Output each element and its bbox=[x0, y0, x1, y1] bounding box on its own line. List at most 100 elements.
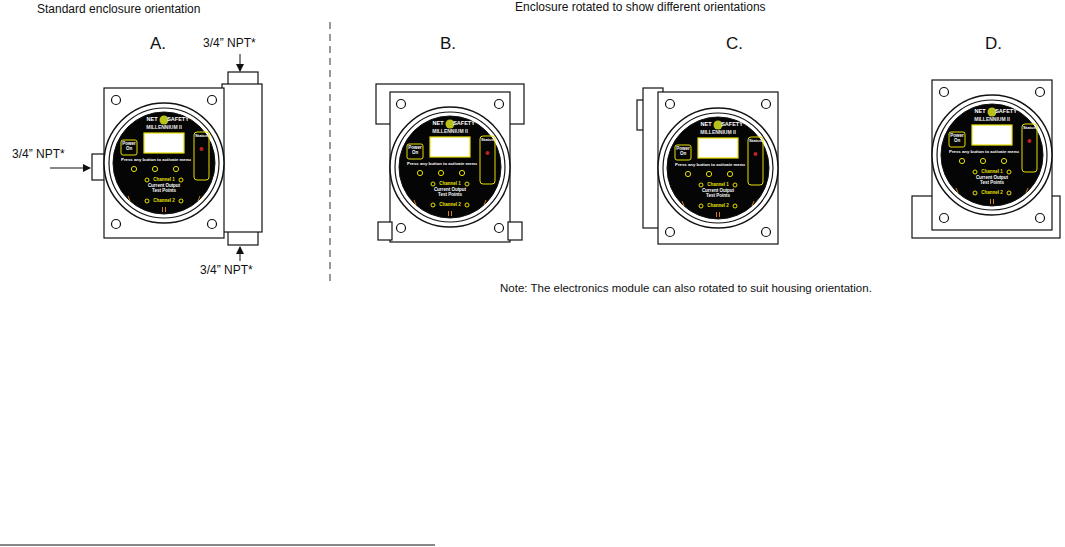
test-point bbox=[145, 178, 149, 182]
model-name: MILLENNIUM II bbox=[146, 125, 182, 130]
menu-button bbox=[959, 158, 964, 163]
leader-arrow bbox=[240, 247, 241, 261]
logo-text: SAFETY bbox=[167, 117, 189, 123]
leader-arrow bbox=[240, 54, 241, 71]
menu-hint: Press any button to activate menu bbox=[121, 158, 191, 163]
status-panel bbox=[480, 136, 495, 184]
test-point bbox=[733, 183, 737, 187]
power-label: Power On bbox=[408, 146, 422, 155]
faceplate-disc bbox=[113, 112, 215, 214]
model-name: MILLENNIUM II bbox=[974, 117, 1010, 122]
cover-ring bbox=[109, 108, 219, 218]
test-point bbox=[973, 191, 977, 195]
power-label: Power On bbox=[122, 142, 136, 151]
display-window bbox=[430, 137, 470, 157]
test-point bbox=[465, 182, 469, 186]
menu-hint: Press any button to activate menu bbox=[407, 162, 477, 167]
cover-ring bbox=[663, 113, 773, 223]
view-letter: D. bbox=[985, 34, 1002, 54]
power-led-frame bbox=[949, 132, 965, 147]
menu-button bbox=[727, 171, 732, 176]
display-window bbox=[972, 125, 1012, 145]
faceplate-disc bbox=[399, 116, 501, 218]
test-point-label: Current Output Test Points bbox=[429, 188, 471, 197]
test-point bbox=[179, 178, 183, 182]
power-led-frame bbox=[675, 145, 691, 160]
channel-label: Channel 1 bbox=[439, 182, 461, 187]
logo-text: SAFETY bbox=[453, 121, 475, 127]
logo-text: NET bbox=[433, 121, 444, 127]
view-letter: A. bbox=[150, 34, 166, 54]
power-label: Power On bbox=[950, 134, 964, 143]
test-point bbox=[699, 183, 703, 187]
housing-body bbox=[932, 80, 1052, 230]
faceplate bbox=[658, 108, 778, 228]
port-label: 3/4” NPT* bbox=[203, 37, 256, 51]
power-led-frame bbox=[407, 144, 423, 159]
test-point bbox=[699, 204, 703, 208]
menu-button bbox=[152, 166, 157, 171]
menu-hint: Press any button to activate menu bbox=[675, 163, 745, 168]
ground-mark bbox=[991, 199, 994, 204]
menu-button bbox=[980, 158, 985, 163]
channel-label: Channel 2 bbox=[707, 204, 729, 209]
test-point bbox=[1007, 191, 1011, 195]
cover-ring bbox=[104, 103, 224, 223]
menu-button bbox=[417, 170, 422, 175]
channel-label: Channel 2 bbox=[153, 199, 175, 204]
status-panel bbox=[748, 137, 763, 185]
status-label: Status bbox=[481, 138, 494, 143]
logo-text: NET bbox=[701, 122, 712, 128]
power-led-frame bbox=[121, 140, 137, 155]
channel-label: Channel 2 bbox=[981, 191, 1003, 196]
status-label: Status bbox=[195, 134, 208, 139]
status-panel bbox=[1022, 124, 1037, 172]
logo-text: NET bbox=[975, 109, 986, 115]
panel-heading: Standard enclosure orientation bbox=[37, 3, 200, 17]
port-label: 3/4” NPT* bbox=[12, 148, 65, 162]
menu-button bbox=[131, 166, 136, 171]
status-panel bbox=[194, 132, 209, 180]
conduit-boss bbox=[92, 154, 105, 180]
menu-button bbox=[173, 166, 178, 171]
logo-text: SAFETY bbox=[995, 109, 1017, 115]
test-point-label: Current Output Test Points bbox=[971, 176, 1013, 185]
ground-mark bbox=[449, 211, 452, 216]
leader-arrow bbox=[50, 168, 90, 169]
cover-ring bbox=[390, 107, 510, 227]
cover-ring bbox=[937, 100, 1047, 210]
conduit-hub bbox=[222, 84, 262, 232]
housing-body bbox=[658, 92, 778, 244]
cover-ring bbox=[395, 112, 505, 222]
divider-line bbox=[330, 22, 331, 286]
test-point bbox=[1007, 170, 1011, 174]
status-led bbox=[486, 151, 490, 155]
power-label: Power On bbox=[676, 147, 690, 156]
model-name: MILLENNIUM II bbox=[432, 129, 468, 134]
menu-hint: Press any button to activate menu bbox=[949, 150, 1019, 155]
ground-mark bbox=[163, 207, 166, 212]
cover-ring bbox=[658, 108, 778, 228]
channel-label: Channel 1 bbox=[707, 183, 729, 188]
logo-text: NET bbox=[147, 117, 158, 123]
display-window bbox=[144, 133, 184, 153]
model-name: MILLENNIUM II bbox=[700, 130, 736, 135]
note-text: Note: The electronics module can also ro… bbox=[500, 282, 872, 295]
status-led bbox=[1028, 139, 1032, 143]
menu-button bbox=[1001, 158, 1006, 163]
faceplate bbox=[932, 95, 1052, 215]
port-label: 3/4” NPT* bbox=[200, 264, 253, 278]
housing-body bbox=[390, 92, 510, 242]
menu-button bbox=[459, 170, 464, 175]
display-window bbox=[698, 138, 738, 158]
test-point bbox=[733, 204, 737, 208]
test-point bbox=[431, 182, 435, 186]
conduit-boss bbox=[508, 222, 522, 240]
menu-button bbox=[685, 171, 690, 176]
faceplate bbox=[104, 103, 224, 223]
status-led bbox=[200, 147, 204, 151]
cover-ring bbox=[932, 95, 1052, 215]
test-point bbox=[179, 199, 183, 203]
channel-label: Channel 1 bbox=[153, 178, 175, 183]
